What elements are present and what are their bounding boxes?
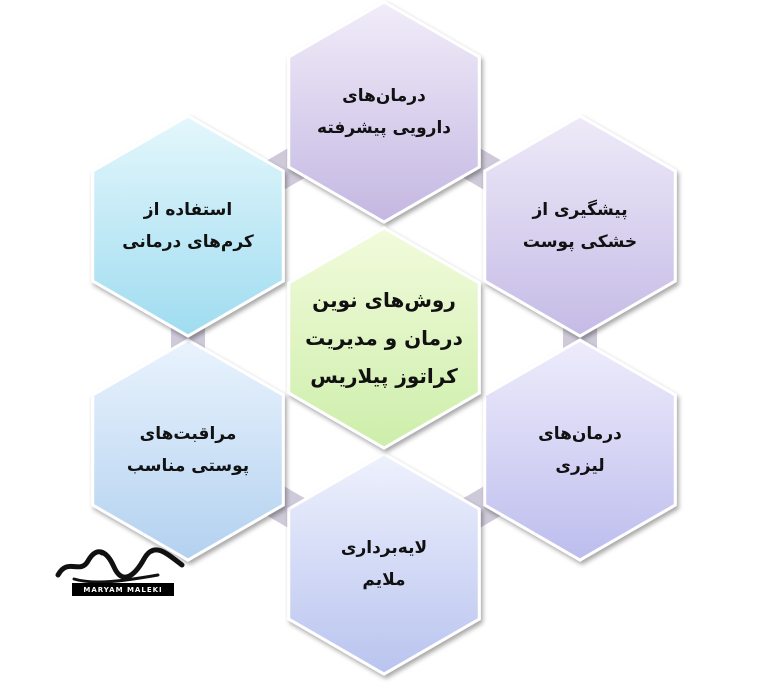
hexagon-shape [287, 226, 481, 450]
hexagon-shape [91, 114, 285, 338]
node-line-2: ملایم [362, 570, 406, 590]
node-line-1: لایه‌برداری [340, 538, 428, 558]
node-line-2: دارویی پیشرفته [317, 118, 451, 138]
hexagon-shape [483, 338, 677, 562]
node-line-1: استفاده از [143, 200, 233, 220]
hex-node-top: درمان‌های دارویی پیشرفته [264, 0, 504, 232]
hex-node-upper-left: استفاده از کرم‌های درمانی [68, 106, 308, 346]
hex-node-center: روش‌های نوین درمان و مدیریت کراتوز پیلاریس [264, 218, 504, 458]
center-line-1: روش‌های نوین [312, 288, 456, 312]
node-line-2: پوستی مناسب [126, 456, 250, 476]
hexagon-shape [91, 338, 285, 562]
node-line-1: درمان‌های [342, 86, 426, 106]
hex-node-upper-right: پیشگیری از خشکی پوست [460, 106, 700, 346]
hexagon-shape [287, 0, 481, 224]
node-line-2: خشکی پوست [522, 232, 638, 252]
logo-script-mark [55, 547, 185, 584]
node-line-2: کرم‌های درمانی [122, 232, 254, 252]
hex-node-lower-left: مراقبت‌های پوستی مناسب [68, 330, 308, 570]
node-line-1: پیشگیری از [532, 200, 628, 220]
hex-node-bottom: لایه‌برداری ملایم [264, 444, 504, 684]
node-line-2: لیزری [555, 456, 605, 476]
node-line-1: درمان‌های [538, 424, 622, 444]
hex-node-lower-right: درمان‌های لیزری [460, 330, 700, 570]
center-line-2: درمان و مدیریت [305, 326, 463, 350]
logo-band: MARYAM MALEKI [72, 583, 174, 596]
node-line-1: مراقبت‌های [139, 424, 237, 444]
center-line-3: کراتوز پیلاریس [310, 364, 458, 388]
hexagon-shape [483, 114, 677, 338]
brand-logo: MARYAM MALEKI [54, 545, 189, 603]
hexagon-shape [287, 452, 481, 676]
